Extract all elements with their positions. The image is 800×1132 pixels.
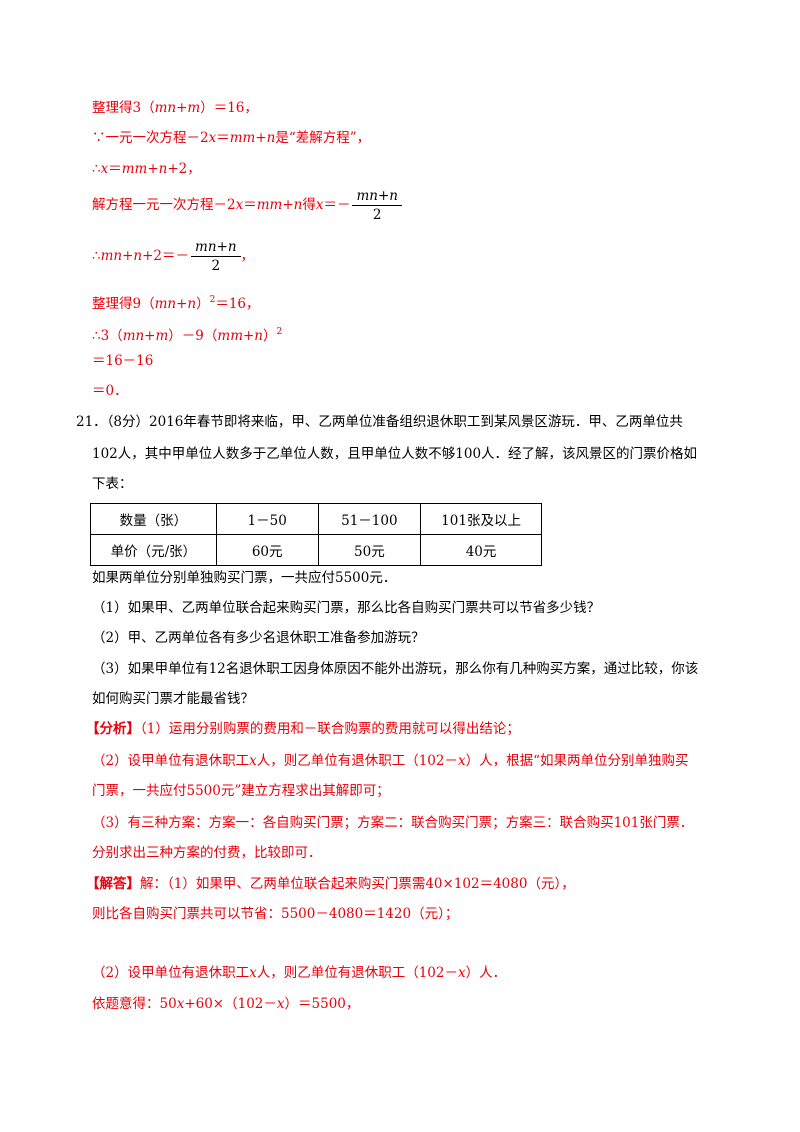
text: +60×（102－	[184, 996, 277, 1012]
answer-line-4: 依题意得：50x+60×（102－x）＝5500，	[92, 994, 359, 1014]
text: ，	[240, 248, 255, 264]
answer-tag: 【解答】	[86, 876, 140, 892]
solution-line-2: ∵一元一次方程－2x＝mm+n是“差解方程”，	[92, 128, 370, 148]
text: ）人，根据“如果两单位分别单独购买	[465, 753, 689, 769]
text: 2＝－	[153, 248, 190, 264]
text: 是“差解方程”，	[275, 130, 371, 146]
table-row: 单价（元/张） 60元 50元 40元	[90, 534, 542, 566]
table-row: 数量（张） 1－50 51－100 101张及以上	[90, 503, 542, 535]
math-var: x	[235, 197, 244, 213]
table-cell: 60元	[215, 534, 319, 566]
text: 依题意得：50	[92, 996, 177, 1012]
math-var: x	[315, 197, 324, 213]
fraction-denominator: 2	[211, 258, 221, 274]
text: ）－9（	[168, 328, 218, 344]
question-line-1: 21．（8分）2016年春节即将来临，甲、乙两单位准备组织退休职工到某风景区游玩…	[76, 412, 683, 432]
table-cell: 101张及以上	[420, 503, 542, 535]
text: 2，	[178, 161, 201, 177]
text: ＝	[243, 197, 257, 213]
price-table: 数量（张） 1－50 51－100 101张及以上 单价（元/张） 60元 50…	[90, 503, 542, 566]
table-cell: 51－100	[317, 503, 422, 535]
math-var: x	[276, 996, 285, 1012]
math-var: x	[249, 965, 257, 981]
table-cell: 1－50	[215, 503, 319, 535]
text: ）＝5500，	[284, 996, 360, 1012]
math-var: mm+n	[229, 130, 276, 146]
text: （8分）2016年春节即将来临，甲、乙两单位准备组织退休职工到某风景区游玩．甲、…	[106, 414, 683, 430]
text: ）	[196, 296, 210, 312]
text: 整理得9（	[92, 296, 155, 312]
text: （1）运用分别购票的费用和－联合购票的费用就可以得出结论；	[140, 721, 520, 737]
analysis-line-5: 分别求出三种方案的付费，比较即可．	[92, 845, 322, 861]
math-var: x	[176, 996, 185, 1012]
math-var: mn+n+	[100, 248, 154, 264]
question-part-3-cont: 如何购买门票才能最省钱？	[92, 691, 254, 707]
question-number: 21．	[76, 414, 107, 430]
question-part-2: （2）甲、乙两单位各有多少名退休职工准备参加游玩？	[92, 630, 425, 646]
math-var: mm+n+	[121, 161, 179, 177]
analysis-line-2: （2）设甲单位有退休职工x人，则乙单位有退休职工（102－x）人，根据“如果两单…	[92, 751, 689, 771]
analysis-line-1: 【分析】（1）运用分别购票的费用和－联合购票的费用就可以得出结论；	[86, 719, 520, 739]
math-var: x	[249, 753, 257, 769]
text: 解：（1）如果甲、乙两单位联合起来购买门票需40×102＝4080（元），	[140, 876, 575, 892]
math-var: x	[458, 753, 466, 769]
text: ＝	[108, 161, 122, 177]
fraction-numerator: mn+n	[352, 187, 402, 206]
text: 整理得3（	[92, 100, 155, 116]
therefore-symbol: ∴	[92, 161, 101, 177]
table-cell: 50元	[317, 534, 422, 566]
solution-line-9: ＝0．	[92, 383, 128, 399]
text: ∴3（	[92, 328, 123, 344]
text: ∵一元一次方程－2	[92, 130, 209, 146]
question-part-3: （3）如果甲单位有12名退休职工因身体原因不能外出游玩，那么你有几种购买方案，通…	[92, 661, 699, 677]
fraction-numerator: mn+n	[191, 238, 241, 257]
text: （2）设甲单位有退休职工	[92, 965, 250, 981]
question-condition: 如果两单位分别单独购买门票，一共应付5500元．	[92, 570, 397, 586]
solution-line-7: ∴3（mn+m）－9（mm+n）2	[92, 322, 282, 346]
therefore-symbol: ∴	[92, 248, 101, 264]
question-line-3: 下表：	[92, 476, 133, 492]
table-cell: 40元	[420, 534, 542, 566]
text: ）＝16，	[200, 100, 258, 116]
table-cell: 数量（张）	[90, 503, 217, 535]
analysis-line-4: （3）有三种方案：方案一：各自购买门票；方案二：联合购买门票；方案三：联合购买1…	[92, 815, 694, 831]
answer-line-1: 【解答】解：（1）如果甲、乙两单位联合起来购买门票需40×102＝4080（元）…	[86, 874, 575, 894]
math-var: mn+n	[154, 296, 197, 312]
analysis-tag: 【分析】	[86, 721, 140, 737]
text: ）	[263, 328, 277, 344]
text: ）人．	[465, 965, 507, 981]
text: 人，则乙单位有退休职工（102－	[256, 965, 458, 981]
solution-line-1: 整理得3（mn+m）＝16，	[92, 98, 258, 118]
math-var: x	[100, 161, 109, 177]
answer-line-3: （2）设甲单位有退休职工x人，则乙单位有退休职工（102－x）人．	[92, 963, 506, 983]
solution-line-8: ＝16－16	[92, 353, 154, 369]
math-var: x	[458, 965, 466, 981]
question-part-1: （1）如果甲、乙两单位联合起来购买门票，那么比各自购买门票共可以节省多少钱？	[92, 600, 601, 616]
text: ＝	[216, 130, 230, 146]
exponent: 2	[276, 327, 283, 337]
text: 得	[302, 197, 316, 213]
text: 解方程一元一次方程－2	[92, 197, 236, 213]
question-line-2: 102人，其中甲单位人数多于乙单位人数，且甲单位人数不够100人．经了解，该风景…	[92, 446, 698, 462]
text: ＝－	[323, 197, 351, 213]
analysis-line-3: 门票，一共应付5500元”建立方程求出其解即可；	[92, 783, 390, 799]
table-cell: 单价（元/张）	[90, 534, 217, 566]
math-var: x	[208, 130, 217, 146]
fraction-denominator: 2	[372, 207, 382, 223]
solution-line-3: ∴x＝mm+n+2，	[92, 159, 201, 179]
text: 人，则乙单位有退休职工（102－	[256, 753, 458, 769]
math-var: mn+m	[154, 100, 201, 116]
math-var: mm+n	[217, 328, 263, 344]
solution-line-6: 整理得9（mn+n）2＝16，	[92, 290, 260, 314]
math-var: mn+m	[122, 328, 169, 344]
exponent: 2	[209, 295, 216, 305]
answer-line-2: 则比各自购买门票共可以节省：5500－4080＝1420（元）；	[92, 906, 459, 922]
text: ＝16，	[215, 296, 260, 312]
math-var: mm+n	[256, 197, 303, 213]
text: （2）设甲单位有退休职工	[92, 753, 250, 769]
